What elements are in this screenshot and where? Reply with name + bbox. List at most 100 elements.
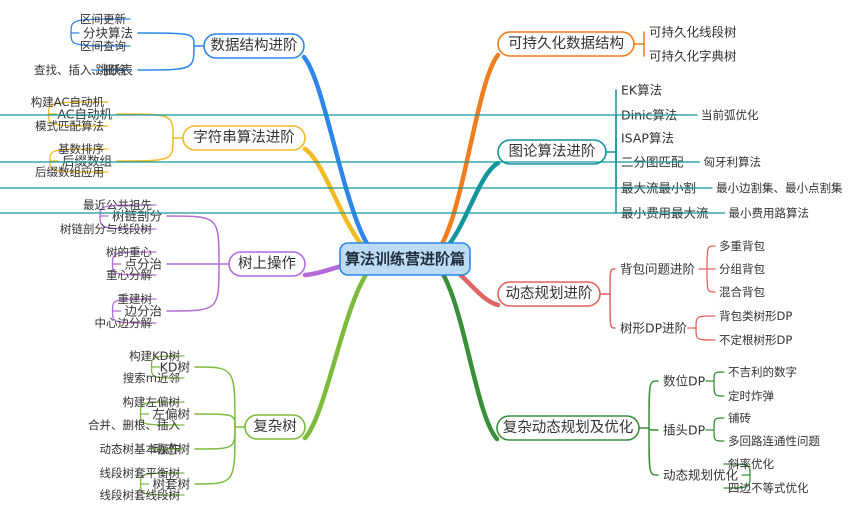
leaf-complex-trees-0-1: 搜索m近邻 xyxy=(123,371,180,385)
leaf-link-complex-dp-optimization-0-0 xyxy=(713,371,725,382)
branch-string-algorithms-advanced: 字符串算法进阶 xyxy=(193,129,295,146)
leaf-complex-trees-0-0: 构建KD树 xyxy=(129,349,180,363)
leaf-complex-dp-optimization-0-1: 定时炸弹 xyxy=(728,389,774,403)
link-dynamic-programming-advanced-0 xyxy=(609,268,616,295)
leaf-link-complex-dp-optimization-2-0 xyxy=(723,463,751,476)
leaf-link-complex-dp-optimization-1-1 xyxy=(713,429,725,442)
leaf-tree-operations-1-0: 树的重心 xyxy=(106,245,152,259)
root-box xyxy=(339,242,471,276)
root-title: 算法训练营进阶篇 xyxy=(345,250,465,268)
leaf-link-complex-dp-optimization-1-0 xyxy=(713,417,725,431)
leaf-link-dynamic-programming-advanced-1-0 xyxy=(695,315,716,329)
leaf-link-data-structure-advanced-0-1 xyxy=(70,32,131,47)
link-complex-trees-1 xyxy=(194,413,236,428)
leaf-link-complex-dp-optimization-2-1 xyxy=(723,474,751,489)
leaf-link-string-algorithms-advanced-1-0 xyxy=(49,148,109,162)
leaf-complex-dp-optimization-1-1: 多回路连通性问题 xyxy=(728,434,820,448)
leaf-link-complex-trees-0-0 xyxy=(150,355,185,368)
node-complex-trees-3: 树套树 xyxy=(152,477,190,492)
leaf-graph-algorithms-advanced-1-0: 当前弧优化 xyxy=(701,108,759,122)
branch-complex-trees: 复杂树 xyxy=(253,417,297,435)
leaf-tree-operations-2-0: 重建树 xyxy=(118,292,153,306)
leaf-graph-algorithms-advanced-5-0: 最小费用路算法 xyxy=(729,206,810,220)
node-complex-trees-0: KD树 xyxy=(160,360,190,375)
leaf-link-complex-trees-1-1 xyxy=(139,413,185,426)
connector-complex-trees xyxy=(302,256,388,441)
link-tree-operations-2 xyxy=(166,263,220,312)
leaf-graph-algorithms-advanced-4-0: 最小边割集、最小点割集 xyxy=(716,181,843,195)
link-complex-dp-optimization-0 xyxy=(648,380,659,429)
branch-tree-operations: 树上操作 xyxy=(238,255,296,272)
branch-dynamic-programming-advanced: 动态规划进阶 xyxy=(506,285,593,302)
node-persistent-data-structures-0: 可持久化线段树 xyxy=(649,25,737,40)
leaf-link-string-algorithms-advanced-0-1 xyxy=(47,113,109,127)
node-tree-operations-0: 树链剖分 xyxy=(112,209,162,224)
link-complex-trees-3 xyxy=(194,426,236,485)
leaf-complex-dp-optimization-2-1: 四边不等式优化 xyxy=(728,481,809,495)
link-complex-dp-optimization-1 xyxy=(648,427,659,431)
leaf-data-structure-advanced-0-1: 区间查询 xyxy=(80,39,126,53)
leaf-complex-dp-optimization-1-0: 铺砖 xyxy=(728,411,751,425)
node-tree-operations-2: 边分治 xyxy=(124,304,162,319)
leaf-link-complex-trees-0-1 xyxy=(150,366,185,379)
leaf-complex-trees-2-0: 动态树基本操作 xyxy=(100,442,181,456)
leaf-data-structure-advanced-0-0: 区间更新 xyxy=(80,12,126,26)
node-tree-operations-1: 点分治 xyxy=(124,257,162,272)
node-complex-dp-optimization-0: 数位DP xyxy=(663,374,706,389)
connector-complex-dp-optimization xyxy=(422,256,500,442)
leaf-link-tree-operations-1-1 xyxy=(111,263,157,276)
node-string-algorithms-advanced-0: AC自动机 xyxy=(57,107,112,122)
link-complex-trees-0 xyxy=(194,366,236,428)
leaf-dynamic-programming-advanced-0-0: 多重背包 xyxy=(719,239,765,253)
link-string-algorithms-advanced-0 xyxy=(116,113,174,139)
link-complex-dp-optimization-2 xyxy=(648,427,659,476)
node-string-algorithms-advanced-1: 后缀数组 xyxy=(62,154,112,169)
leaf-tree-operations-1-1: 重心分解 xyxy=(106,268,152,282)
node-dynamic-programming-advanced-1: 树形DP进阶 xyxy=(620,321,688,336)
leaf-complex-trees-1-0: 构建左偏树 xyxy=(123,395,181,409)
leaf-complex-trees-3-1: 线段树套线段树 xyxy=(100,488,181,502)
branch-complex-dp-optimization: 复杂动态规划及优化 xyxy=(503,418,634,436)
leaf-link-complex-trees-3-1 xyxy=(139,483,185,496)
node-complex-trees-1: 左偏树 xyxy=(152,407,190,422)
node-complex-dp-optimization-2: 动态规划优化 xyxy=(663,468,739,483)
leaf-complex-trees-1-1: 合并、删根、插入 xyxy=(88,418,180,432)
link-data-structure-advanced-1 xyxy=(137,45,195,71)
branch-data-structure-advanced: 数据结构进阶 xyxy=(211,37,298,54)
node-data-structure-advanced-0: 分块算法 xyxy=(83,26,133,41)
leaf-link-dynamic-programming-advanced-0-2 xyxy=(706,268,716,293)
node-complex-dp-optimization-1: 插头DP xyxy=(663,423,706,438)
branch-persistent-data-structures: 可持久化数据结构 xyxy=(508,35,624,52)
leaf-link-complex-dp-optimization-0-1 xyxy=(713,380,725,397)
leaf-dynamic-programming-advanced-0-2: 混合背包 xyxy=(719,285,765,299)
node-graph-algorithms-advanced-0: EK算法 xyxy=(621,83,662,98)
leaf-link-data-structure-advanced-0-0 xyxy=(70,18,131,34)
leaf-link-string-algorithms-advanced-0-0 xyxy=(47,101,109,115)
node-persistent-data-structures-1: 可持久化字典树 xyxy=(649,49,737,64)
branch-graph-algorithms-advanced: 图论算法进阶 xyxy=(509,143,596,160)
node-graph-algorithms-advanced-2: ISAP算法 xyxy=(621,131,674,146)
leaf-link-tree-operations-0-1 xyxy=(99,215,157,230)
leaf-string-algorithms-advanced-1-1: 后缀数组应用 xyxy=(35,165,104,179)
leaf-link-tree-operations-2-0 xyxy=(111,298,157,312)
leaf-data-structure-advanced-1-0: 查找、插入、删除 xyxy=(34,63,126,77)
leaf-graph-algorithms-advanced-3-0: 匈牙利算法 xyxy=(704,155,762,169)
link-dynamic-programming-advanced-1 xyxy=(609,293,616,329)
leaf-dynamic-programming-advanced-1-0: 背包类树形DP xyxy=(719,309,792,323)
leaf-link-tree-operations-2-1 xyxy=(111,310,157,324)
leaf-tree-operations-0-0: 最近公共祖先 xyxy=(83,198,152,212)
leaf-dynamic-programming-advanced-0-1: 分组背包 xyxy=(719,262,765,276)
leaf-tree-operations-2-1: 中心边分解 xyxy=(95,316,153,330)
leaf-link-tree-operations-1-0 xyxy=(111,251,157,265)
leaf-string-algorithms-advanced-1-0: 基数排序 xyxy=(58,142,104,156)
link-complex-trees-2 xyxy=(194,426,236,450)
link-string-algorithms-advanced-1 xyxy=(116,137,174,162)
link-data-structure-advanced-0 xyxy=(137,32,195,47)
leaf-complex-dp-optimization-0-0: 不吉利的数字 xyxy=(728,365,797,379)
leaf-complex-dp-optimization-2-0: 斜率优化 xyxy=(728,457,774,471)
leaf-link-string-algorithms-advanced-1-1 xyxy=(49,160,109,173)
leaf-link-complex-trees-1-0 xyxy=(139,401,185,415)
leaf-dynamic-programming-advanced-1-1: 不定根树形DP xyxy=(719,333,792,347)
